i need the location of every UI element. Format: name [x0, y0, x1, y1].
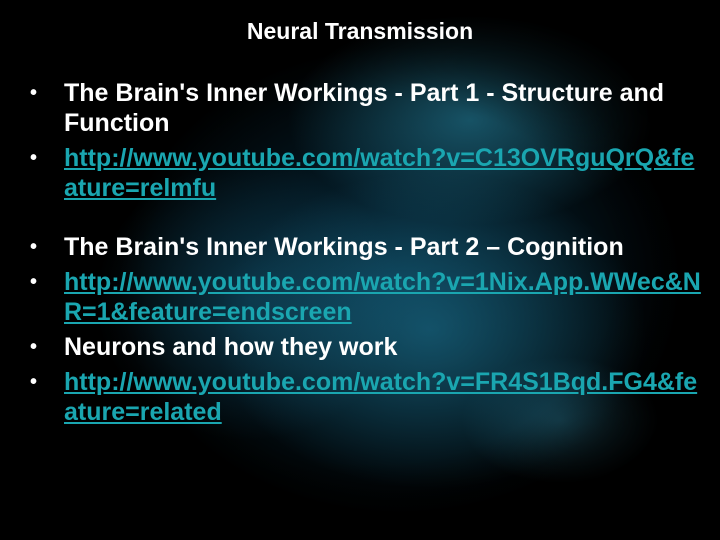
- bullet-item-link1: • http://www.youtube.com/watch?v=C13OVRg…: [30, 143, 705, 203]
- bullet-icon: •: [30, 236, 38, 258]
- bullet-item-link3: • http://www.youtube.com/watch?v=FR4S1Bq…: [30, 367, 705, 427]
- bullet-icon: •: [30, 147, 38, 169]
- bullet-icon: •: [30, 271, 38, 293]
- bullet-icon: •: [30, 371, 38, 393]
- bullet-item-link2: • http://www.youtube.com/watch?v=1Nix.Ap…: [30, 267, 705, 327]
- bullet-text: Neurons and how they work: [64, 333, 398, 361]
- youtube-link-neurons[interactable]: http://www.youtube.com/watch?v=FR4S1Bqd.…: [64, 368, 698, 426]
- bullet-list: • The Brain's Inner Workings - Part 1 - …: [30, 78, 705, 432]
- slide-title: Neural Transmission: [246, 18, 474, 44]
- bullet-text: The Brain's Inner Workings - Part 1 - St…: [64, 79, 665, 137]
- bullet-item-part1: • The Brain's Inner Workings - Part 1 - …: [30, 78, 705, 138]
- youtube-link-part2[interactable]: http://www.youtube.com/watch?v=1Nix.App.…: [64, 268, 701, 326]
- bullet-item-part2: • The Brain's Inner Workings - Part 2 – …: [30, 232, 705, 262]
- youtube-link-part1[interactable]: http://www.youtube.com/watch?v=C13OVRguQ…: [64, 144, 695, 202]
- bullet-item-neurons: • Neurons and how they work: [30, 332, 705, 362]
- bullet-icon: •: [30, 336, 38, 358]
- bullet-text: The Brain's Inner Workings - Part 2 – Co…: [64, 233, 624, 261]
- bullet-icon: •: [30, 82, 38, 104]
- list-spacer: [30, 208, 705, 232]
